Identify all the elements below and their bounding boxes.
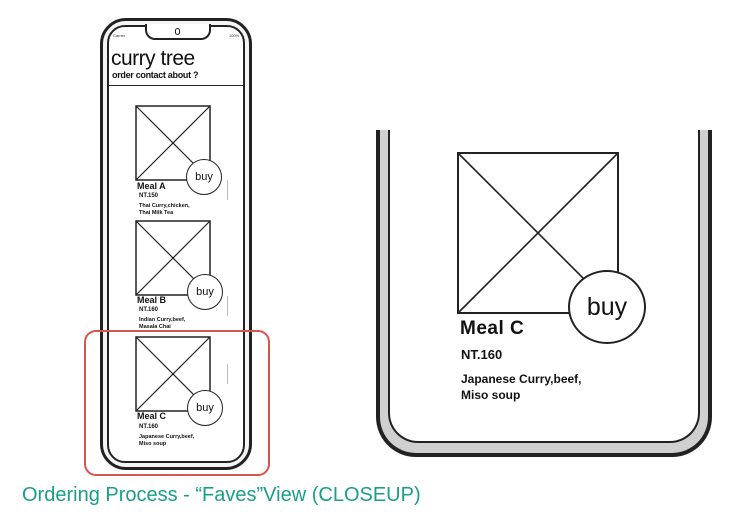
camera-icon	[175, 28, 180, 35]
meal-c-buy-button[interactable]: buy	[187, 390, 223, 426]
meal-c-name: Meal C	[137, 411, 167, 421]
closeup-meal-desc-2: Miso soup	[461, 388, 521, 402]
app-title: curry tree	[111, 47, 195, 70]
status-battery: 100%	[229, 33, 240, 38]
scroll-mark	[227, 180, 228, 200]
meal-b-buy-button[interactable]: buy	[187, 274, 223, 310]
meal-a-buy-button[interactable]: buy	[186, 159, 222, 195]
meal-c-desc-1: Japanese Curry,beef,	[139, 434, 195, 440]
status-carrier: Carrier	[113, 33, 126, 38]
scroll-mark	[227, 364, 228, 384]
closeup-highlight-box	[84, 330, 270, 476]
meal-b-desc-2: Masala Chai	[139, 324, 171, 330]
header-divider	[109, 85, 243, 86]
meal-a-price: NT.150	[139, 193, 159, 199]
closeup-meal-price: NT.160	[461, 347, 503, 362]
meal-a-name: Meal A	[137, 181, 166, 191]
meal-c-desc-2: Miso soup	[139, 441, 167, 447]
meal-a-desc-2: Thai Milk Tea	[139, 210, 174, 216]
meal-b-price: NT.160	[139, 307, 159, 313]
meal-b-name: Meal B	[137, 295, 167, 305]
meal-b-desc-1: Indian Curry,beef,	[139, 317, 186, 323]
meal-c-price: NT.160	[139, 424, 159, 430]
meal-a-image-placeholder	[135, 105, 211, 181]
meal-a-desc-1: Thai Curry,chicken,	[139, 203, 190, 209]
closeup-meal-name: Meal C	[460, 318, 525, 339]
page-caption: Ordering Process - “Faves”View (CLOSEUP)	[22, 484, 421, 506]
app-nav[interactable]: order contact about ?	[112, 70, 199, 80]
scroll-mark	[227, 296, 228, 316]
closeup-buy-button[interactable]: buy	[568, 270, 646, 344]
closeup-meal-desc-1: Japanese Curry,beef,	[461, 372, 582, 386]
